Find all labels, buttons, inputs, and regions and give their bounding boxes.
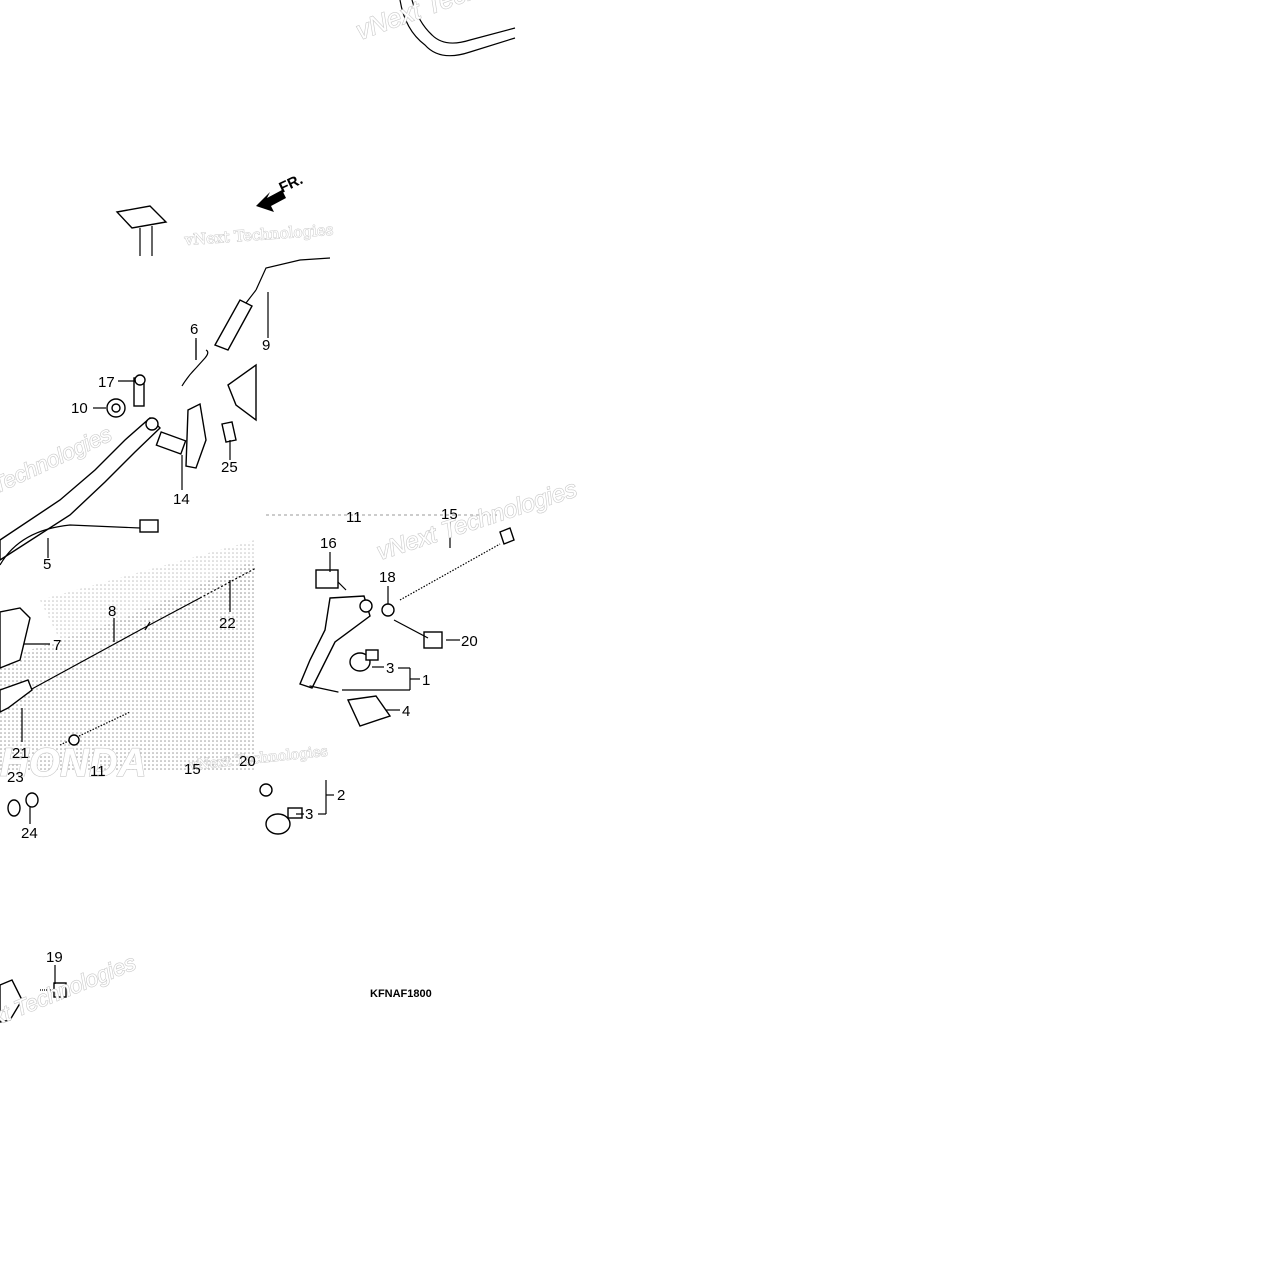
callout-23: 23 xyxy=(7,769,24,786)
stop-switch-cable xyxy=(0,519,159,566)
watermark-brand: HONDA xyxy=(0,741,147,785)
callout-15: 16 xyxy=(320,535,337,552)
washer-parts xyxy=(7,792,39,817)
gearshift-pedal xyxy=(299,595,373,693)
watermark-layer: vNext Technologies vNext Technologies vN… xyxy=(0,0,581,1045)
callout-18: 20 xyxy=(461,633,478,650)
leader-lines xyxy=(21,340,460,984)
callout-2: 2 xyxy=(337,787,345,804)
callout-9: 9 xyxy=(262,337,270,354)
nut-part xyxy=(106,398,126,418)
nut-18 xyxy=(423,631,443,649)
callout-4: 4 xyxy=(402,703,410,720)
front-arrow-label: FR. xyxy=(277,171,306,197)
callout-16: 17 xyxy=(98,374,115,391)
nut-17 xyxy=(381,603,395,617)
shift-rubber xyxy=(349,649,379,672)
watermark-text: vNext Technologies xyxy=(183,221,334,249)
watermark-text: vNext Technologies xyxy=(374,476,581,566)
callout-6: 6 xyxy=(190,321,198,338)
frame-fragment xyxy=(399,0,516,57)
callout-8: 8 xyxy=(108,603,116,620)
callout-14: 15 xyxy=(184,761,201,778)
callout-1: 1 xyxy=(422,672,430,689)
shift-tie-rod xyxy=(399,527,515,601)
callout-11: 11 xyxy=(90,763,106,780)
clip-part xyxy=(221,421,237,443)
brake-rod-joint xyxy=(0,679,33,713)
callout-14-right: 15 xyxy=(441,506,458,523)
bolt-part xyxy=(0,979,67,1023)
callout-20: 20 xyxy=(239,753,256,770)
front-direction-arrow: FR. xyxy=(256,171,306,212)
bracket-part xyxy=(227,363,257,422)
callout-7: 7 xyxy=(53,637,61,654)
brake-rod xyxy=(29,567,257,691)
shift-grip xyxy=(346,695,392,727)
brand-wing-background xyxy=(0,540,255,770)
shift-rubber-lower xyxy=(259,783,303,835)
callout-25: 25 xyxy=(221,459,238,476)
callout-5: 5 xyxy=(43,556,51,573)
callout-11-right: 11 xyxy=(346,509,362,526)
brake-switch xyxy=(181,257,331,387)
watermark-text: vNext Technologies xyxy=(352,0,575,46)
diagram-code: KFNAF1800 xyxy=(370,988,432,1000)
callout-10: 10 xyxy=(71,400,88,417)
callout-17: 18 xyxy=(379,569,396,586)
mounting-bracket xyxy=(0,607,31,669)
shift-pivot-bolt xyxy=(315,569,347,591)
callout-22: 22 xyxy=(219,615,236,632)
callout-19: 19 xyxy=(46,949,63,966)
callout-3: 3 xyxy=(386,660,394,677)
return-spring xyxy=(59,711,131,746)
brake-pedal-pad xyxy=(115,205,168,256)
watermark-text: vNext Technologies xyxy=(0,950,139,1045)
callout-12: 14 xyxy=(173,491,190,508)
callout-24: 24 xyxy=(21,825,38,842)
callout-21: 21 xyxy=(12,745,29,762)
callout-3-lower: 3 xyxy=(305,806,313,823)
callout-labels: 6 9 17 10 25 14 5 8 7 22 21 11 15 20 23 … xyxy=(7,321,478,966)
